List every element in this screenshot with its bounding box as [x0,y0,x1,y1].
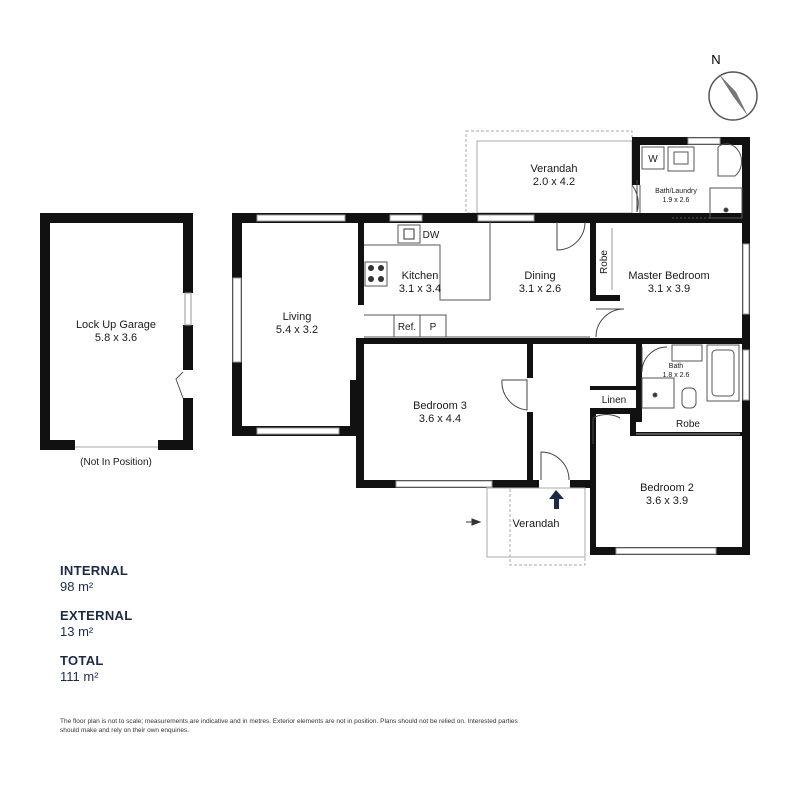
cooktop-icon [368,265,384,282]
sink-icon [403,228,415,240]
total-label: TOTAL [60,653,104,668]
room-dims-verandah-top: 2.0 x 4.2 [533,176,575,188]
room-name-dining: Dining [524,270,555,282]
side-arrow-icon [466,518,482,526]
room-dims-dining: 3.1 x 2.6 [519,283,561,295]
garage-note: (Not In Position) [80,457,152,468]
external-area: EXTERNAL 13 m² [60,608,132,640]
room-name-master-bedroom: Master Bedroom [628,270,709,282]
room-name-bedroom-3: Bedroom 3 [413,400,467,412]
laundry-fixtures [639,143,743,219]
linen-label: Linen [602,395,626,406]
room-dims-bedroom-3: 3.6 x 4.4 [419,413,461,425]
pantry-label: P [430,322,437,333]
compass: N [708,52,758,121]
external-value: 13 m² [60,624,94,639]
area-summary: INTERNAL 98 m² EXTERNAL 13 m² TOTAL 111 … [60,563,132,698]
room-dims-bath: 1.8 x 2.6 [663,372,690,379]
disclaimer: The floor plan is not to scale; measurem… [60,718,518,734]
room-name-living: Living [283,311,312,323]
bath-fixtures [641,344,740,409]
garage-openings [184,292,192,326]
total-area: TOTAL 111 m² [60,653,132,685]
room-dims-living: 5.4 x 3.2 [276,324,318,336]
room-dims-kitchen: 3.1 x 3.4 [399,283,441,295]
verandah-entry-label: Verandah [512,518,559,530]
robe-master-label: Robe [599,250,610,274]
robe-bed2-label: Robe [676,419,700,430]
room-name-bath: Bath [669,363,684,370]
room-name-bedroom-2: Bedroom 2 [640,482,694,494]
robe-lines [611,228,740,435]
verandah-entry-outline [486,487,586,566]
room-dims-master-bedroom: 3.1 x 3.9 [648,283,690,295]
door-swings [501,180,668,481]
external-label: EXTERNAL [60,608,133,623]
floor-plan: N Lock Up Garage 5.8 x 3.6 Living 5.4 x … [40,52,758,566]
room-name-kitchen: Kitchen [402,270,439,282]
room-dims-garage: 5.8 x 3.6 [95,332,137,344]
room-dims-bedroom-2: 3.6 x 3.9 [646,495,688,507]
w-label: W [648,154,658,165]
dw-label: DW [423,230,440,241]
room-name-verandah-top: Verandah [530,163,577,175]
internal-value: 98 m² [60,579,94,594]
internal-area: INTERNAL 98 m² [60,563,132,595]
room-dims-bath-laundry: 1.9 x 2.6 [663,197,690,204]
entry-arrow-icon [549,490,564,509]
garage-side-door [175,371,184,399]
garage-walls [40,213,193,450]
ref-label: Ref. [398,322,416,333]
total-value: 111 m² [60,669,99,684]
windows [232,137,750,555]
room-name-bath-laundry: Bath/Laundry [655,188,697,195]
internal-label: INTERNAL [60,563,129,578]
kitchen-benches [364,222,590,338]
north-label: N [711,52,720,67]
room-name-garage: Lock Up Garage [76,319,156,331]
